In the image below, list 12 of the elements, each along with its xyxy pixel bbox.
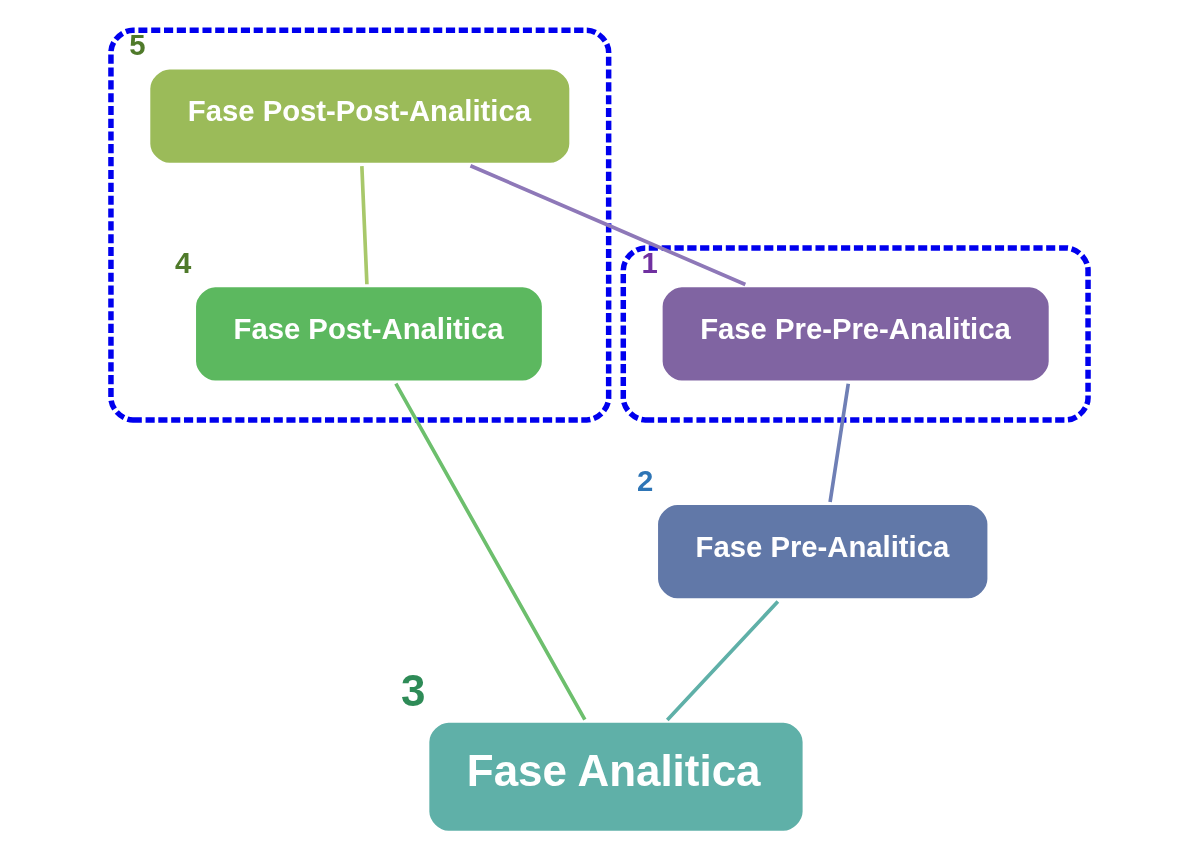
cluster [108,27,612,423]
connector [394,382,587,721]
node-label: 2 [637,464,654,497]
node-label: 4 [175,247,192,280]
node-label: 3 [400,665,426,715]
connector [828,383,851,503]
node-label: 1 [641,247,658,280]
connector [469,164,747,287]
node-label: 5 [129,29,146,62]
connector [665,600,780,722]
connector [360,166,369,285]
cluster [620,245,1091,423]
